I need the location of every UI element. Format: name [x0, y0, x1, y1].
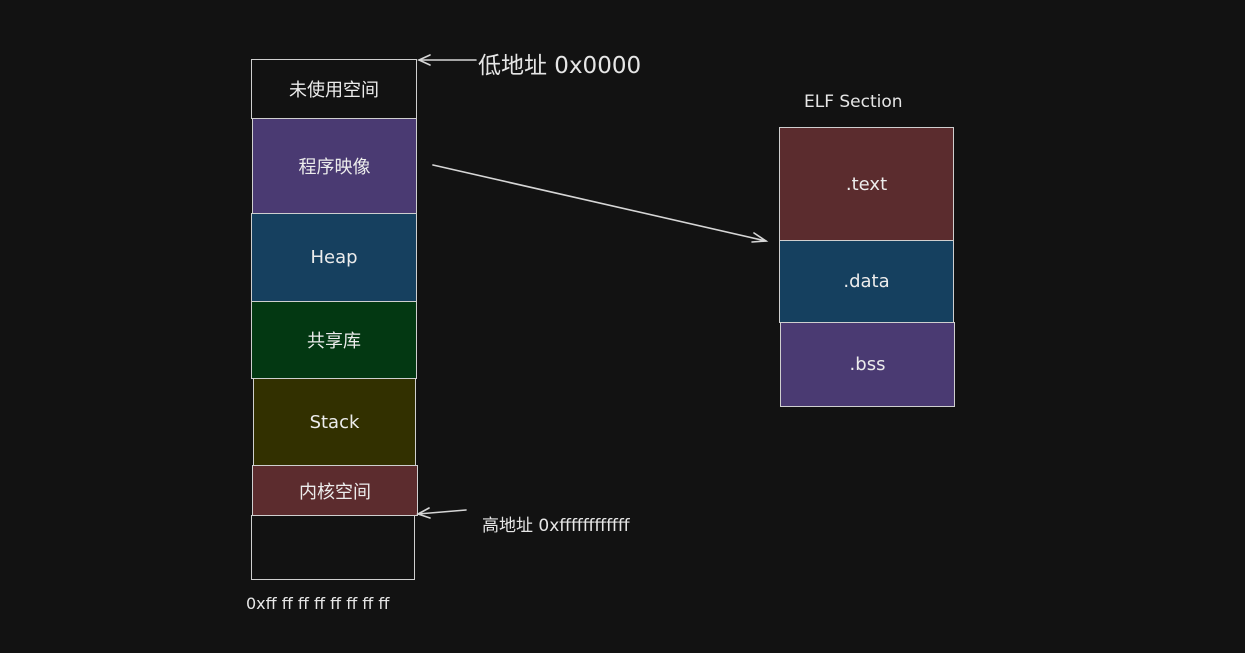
mem-block-heap-label: Heap — [310, 247, 358, 268]
bottom-address-label: 0xff ff ff ff ff ff ff ff — [246, 594, 390, 613]
mem-block-unused[interactable]: 未使用空间 — [251, 59, 417, 119]
mem-block-stack[interactable]: Stack — [253, 378, 416, 466]
elf-section-data-label: .data — [843, 271, 890, 292]
high-address-label: 高地址 0xffffffffffff — [482, 516, 630, 536]
mem-block-shared-lib-label: 共享库 — [307, 331, 361, 352]
elf-title: ELF Section — [804, 92, 903, 112]
elf-section-bss[interactable]: .bss — [780, 322, 955, 407]
mem-block-kernel[interactable]: 内核空间 — [252, 465, 418, 516]
elf-section-bss-label: .bss — [849, 354, 886, 375]
mem-block-program-image[interactable]: 程序映像 — [252, 118, 417, 214]
mem-block-kernel-label: 内核空间 — [299, 481, 371, 503]
low-address-arrow — [417, 54, 477, 66]
mem-block-program-image-label: 程序映像 — [298, 157, 371, 178]
low-address-label: 低地址 0x0000 — [478, 53, 642, 79]
program-image-to-elf-arrow — [432, 164, 769, 243]
elf-section-data[interactable]: .data — [779, 240, 954, 323]
elf-section-text[interactable]: .text — [779, 127, 954, 241]
mem-block-stack-label: Stack — [309, 411, 360, 433]
elf-section-text-label: .text — [845, 173, 888, 195]
mem-block-unused-label: 未使用空间 — [289, 80, 379, 101]
mem-block-empty[interactable] — [251, 515, 415, 580]
mem-block-heap[interactable]: Heap — [251, 213, 417, 302]
mem-block-shared-lib[interactable]: 共享库 — [251, 301, 417, 379]
high-address-arrow — [416, 507, 467, 519]
